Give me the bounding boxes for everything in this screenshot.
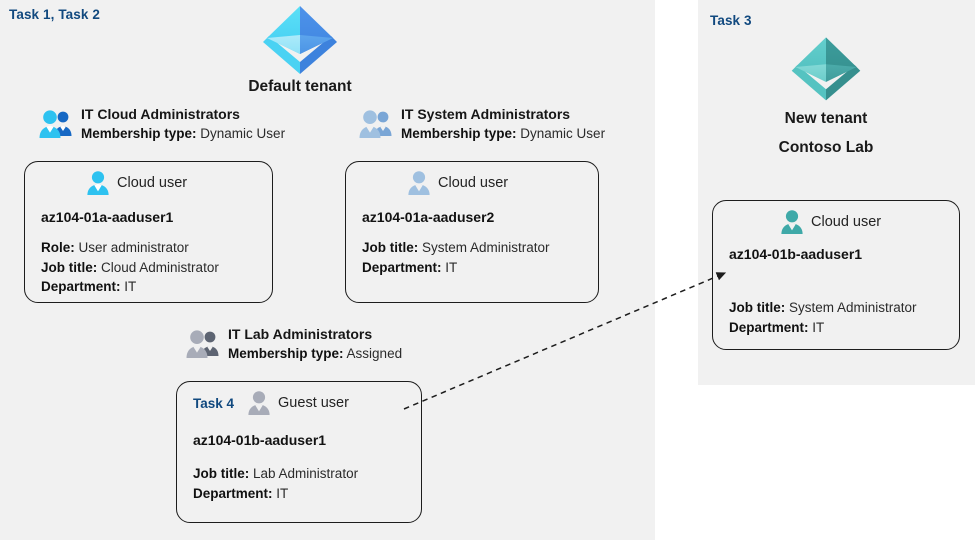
card-user-kind: Cloud user — [811, 214, 882, 230]
card-attr-label: Job title: — [729, 300, 786, 315]
card-username: az104-01b-aaduser1 — [729, 246, 863, 262]
card-attr-value: System Administrator — [789, 300, 917, 315]
default-tenant-name: Default tenant — [248, 78, 352, 95]
card-attr-value: IT — [445, 259, 458, 275]
card-attr-value: IT — [812, 319, 825, 335]
group-membership-label: Membership type: — [401, 125, 517, 141]
group-name: IT Lab Administrators — [228, 326, 373, 342]
card-attr-value: User administrator — [78, 240, 189, 255]
task-label-3: Task 3 — [710, 13, 752, 28]
azure-ad-tenant-icon — [791, 37, 861, 101]
task-label-1-2: Task 1, Task 2 — [9, 7, 100, 22]
default-tenant-panel — [0, 0, 655, 540]
group-membership-value: Dynamic User — [200, 125, 286, 141]
new-tenant-name-line2: Contoso Lab — [778, 138, 874, 156]
card-username: az104-01a-aaduser1 — [41, 209, 174, 225]
group-users-icon — [359, 110, 392, 138]
card-attr-department: Department: IT — [362, 258, 598, 278]
card-attr-label: Department: — [362, 259, 442, 275]
card-attr-label: Department: — [193, 485, 273, 501]
new-tenant-block: New tenant Contoso Lab — [726, 33, 926, 158]
group-membership-type: Membership type: Assigned — [228, 345, 402, 364]
card-attr-value: System Administrator — [422, 240, 550, 255]
group-it-lab-administrators: IT Lab Administrators Membership type: A… — [185, 325, 402, 364]
group-name: IT System Administrators — [401, 106, 571, 122]
card-username: az104-01a-aaduser2 — [362, 209, 495, 225]
group-it-system-administrators: IT System Administrators Membership type… — [358, 105, 605, 144]
card-attr-job-title: Job title: Cloud Administrator — [41, 258, 272, 278]
card-attr-job-title: Job title: System Administrator — [729, 298, 959, 318]
group-membership-label: Membership type: — [228, 345, 344, 361]
card-attr-label: Department: — [41, 279, 121, 295]
card-attr-value: Lab Administrator — [253, 466, 359, 481]
card-header: Cloud user — [713, 209, 959, 235]
user-card-guest-az104-01b-aaduser1[interactable]: Task 4 Guest user az104-01b-aaduser1 Job… — [176, 381, 422, 523]
card-user-kind: Cloud user — [438, 175, 509, 191]
group-membership-label: Membership type: — [81, 125, 197, 141]
group-membership-type: Membership type: Dynamic User — [401, 125, 605, 144]
default-tenant-block: Default tenant — [200, 2, 400, 98]
card-attr-department: Department: IT — [193, 484, 421, 504]
cloud-user-icon — [87, 171, 109, 195]
card-header: Task 4 Guest user — [177, 390, 421, 416]
azure-ad-tenant-icon — [263, 6, 337, 74]
group-users-icon — [39, 110, 72, 138]
group-it-cloud-administrators: IT Cloud Administrators Membership type:… — [38, 105, 285, 144]
card-attributes: Job title: System Administrator Departme… — [713, 298, 959, 337]
card-attr-value: IT — [124, 279, 137, 295]
group-name: IT Cloud Administrators — [81, 106, 240, 122]
card-attr-role: Role: User administrator — [41, 238, 272, 258]
cloud-user-icon — [408, 171, 430, 195]
task-label-4: Task 4 — [193, 395, 235, 411]
user-card-az104-01a-aaduser2[interactable]: Cloud user az104-01a-aaduser2 Job title:… — [345, 161, 599, 303]
card-attributes: Job title: System Administrator Departme… — [346, 238, 598, 277]
card-user-kind: Guest user — [278, 395, 349, 411]
card-attr-label: Role: — [41, 240, 75, 255]
card-attr-label: Job title: — [41, 259, 98, 275]
user-card-az104-01a-aaduser1[interactable]: Cloud user az104-01a-aaduser1 Role: User… — [24, 161, 273, 303]
card-header: Cloud user — [25, 170, 272, 196]
card-attr-value: Cloud Administrator — [101, 259, 219, 275]
group-users-icon — [186, 330, 219, 358]
card-attr-label: Job title: — [362, 240, 419, 255]
card-attr-label: Department: — [729, 319, 809, 335]
card-attr-department: Department: IT — [41, 277, 272, 297]
card-attr-value: IT — [276, 485, 289, 501]
new-tenant-name-line1: New tenant — [784, 110, 868, 127]
card-username: az104-01b-aaduser1 — [193, 432, 327, 448]
card-attr-job-title: Job title: System Administrator — [362, 238, 598, 258]
card-attr-label: Job title: — [193, 466, 250, 481]
guest-user-icon — [248, 391, 270, 415]
user-card-az104-01b-aaduser1-new-tenant[interactable]: Cloud user az104-01b-aaduser1 Job title:… — [712, 200, 960, 350]
card-attr-job-title: Job title: Lab Administrator — [193, 464, 421, 484]
card-attr-department: Department: IT — [729, 318, 959, 338]
card-attributes: Role: User administrator Job title: Clou… — [25, 238, 272, 297]
card-header: Cloud user — [346, 170, 598, 196]
card-user-kind: Cloud user — [117, 175, 188, 191]
group-membership-value: Dynamic User — [520, 125, 606, 141]
group-membership-value: Assigned — [346, 345, 403, 361]
group-membership-type: Membership type: Dynamic User — [81, 125, 285, 144]
cloud-user-icon — [781, 210, 803, 234]
card-attributes: Job title: Lab Administrator Department:… — [177, 464, 421, 503]
